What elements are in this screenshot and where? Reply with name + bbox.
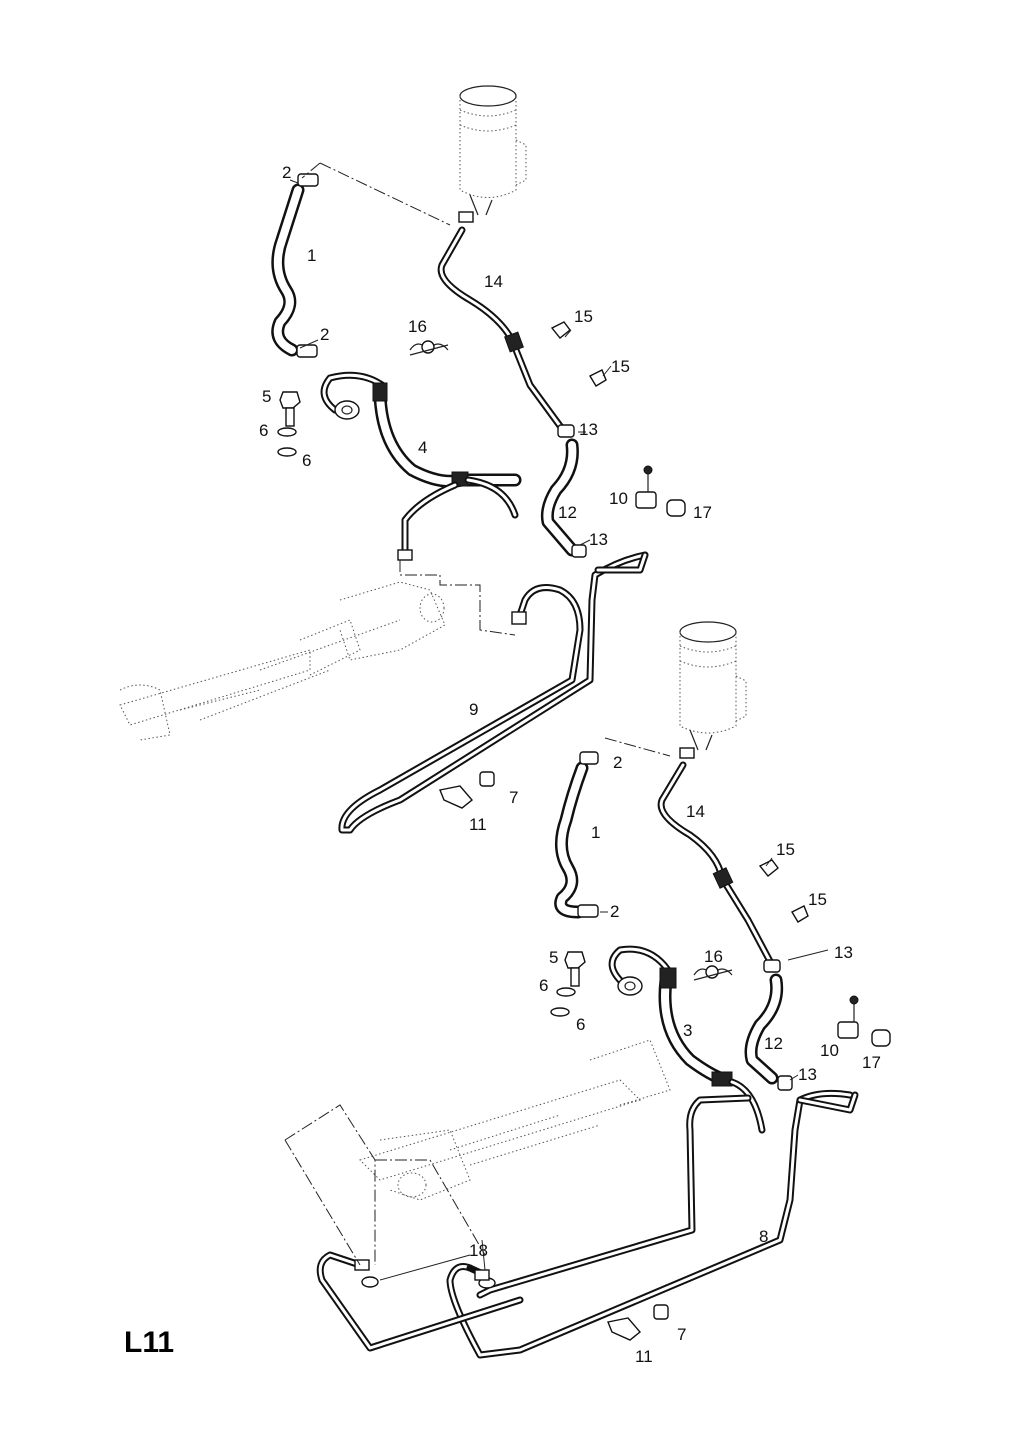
grommet-17-upper [666,499,686,517]
callout-15a-upper: 15 [574,307,593,326]
callout-5-upper: 5 [262,387,271,406]
clamp-16-upper [409,340,449,356]
callout-6a-lower: 6 [539,976,548,995]
return-line-lower [316,1251,524,1352]
callout-11-lower: 11 [635,1347,653,1366]
banjo-bolt-5-lower [564,951,586,987]
callout-17-lower: 17 [862,1053,881,1072]
hose-14-lower [657,747,776,969]
callout-8-lower: 8 [759,1227,768,1246]
clip-7-lower [653,1304,669,1320]
clip-11-upper [439,785,474,809]
callout-12-upper: 12 [558,503,577,522]
callout-2b-upper: 2 [320,325,329,344]
steering-rack-lower [284,1039,671,1266]
callout-17-upper: 17 [693,503,712,522]
clamp-16-lower [693,965,733,981]
hose-1-lower [554,751,599,919]
callout-7-upper: 7 [509,788,518,807]
callout-14-lower: 14 [686,802,705,821]
callout-15b-upper: 15 [611,357,630,376]
fluid-reservoir-upper [459,85,527,216]
washer-6b-upper [277,447,297,457]
callout-6b-lower: 6 [576,1015,585,1034]
clip-15b-lower [791,905,809,923]
callout-6a-upper: 6 [259,421,268,440]
hose-1-upper [271,173,319,358]
callout-5-lower: 5 [549,948,558,967]
callout-1-lower: 1 [591,823,600,842]
callout-7-lower: 7 [677,1325,686,1344]
callout-15a-lower: 15 [776,840,795,859]
hose-4-upper [320,371,522,561]
steering-rack-upper [119,560,516,741]
callout-10-lower: 10 [820,1041,839,1060]
bracket-10-lower [837,995,859,1039]
callout-2a-upper: 2 [282,163,291,182]
washer-6b-lower [550,1007,570,1017]
callout-10-upper: 10 [609,489,628,508]
leader-lines-lower [379,857,829,1281]
callout-13b-upper: 13 [589,530,608,549]
callout-16-lower: 16 [704,947,723,966]
callout-2b-lower: 2 [610,902,619,921]
callout-12-lower: 12 [764,1034,783,1053]
hose-14-upper [437,211,567,434]
callout-2a-lower: 2 [613,753,622,772]
washer-6a-upper [277,427,297,437]
callout-9-upper: 9 [469,700,478,719]
washer-6a-lower [556,987,576,997]
hose-12-upper [540,424,587,558]
diagram-code: L11 [124,1326,174,1359]
banjo-bolt-5-upper [279,391,301,427]
callout-13b-lower: 13 [798,1065,817,1084]
callout-3-lower: 3 [683,1021,692,1040]
leader-lines-upper [289,179,612,546]
grommet-17-lower [871,1029,891,1047]
callout-13a-upper: 13 [579,420,598,439]
hose-12-lower [744,959,793,1091]
line-8 [446,1089,859,1359]
callout-13a-lower: 13 [834,943,853,962]
clip-7-upper [479,771,495,787]
connection-line-upper [301,162,451,226]
callout-1-upper: 1 [307,246,316,265]
callout-16-upper: 16 [408,317,427,336]
clip-15a-lower [758,859,779,877]
fluid-reservoir-lower [679,621,747,751]
connection-line-lower [604,737,671,757]
clip-15b-upper [589,369,607,387]
callout-14-upper: 14 [484,272,503,291]
callout-18-lower: 18 [469,1241,488,1260]
clip-11-lower [607,1317,642,1341]
callout-6b-upper: 6 [302,451,311,470]
callout-11-upper: 11 [469,815,487,834]
callout-4-upper: 4 [418,438,427,457]
line-9 [338,551,649,834]
callout-15b-lower: 15 [808,890,827,909]
bracket-10-upper [635,465,657,509]
clip-15a-upper [550,321,571,339]
